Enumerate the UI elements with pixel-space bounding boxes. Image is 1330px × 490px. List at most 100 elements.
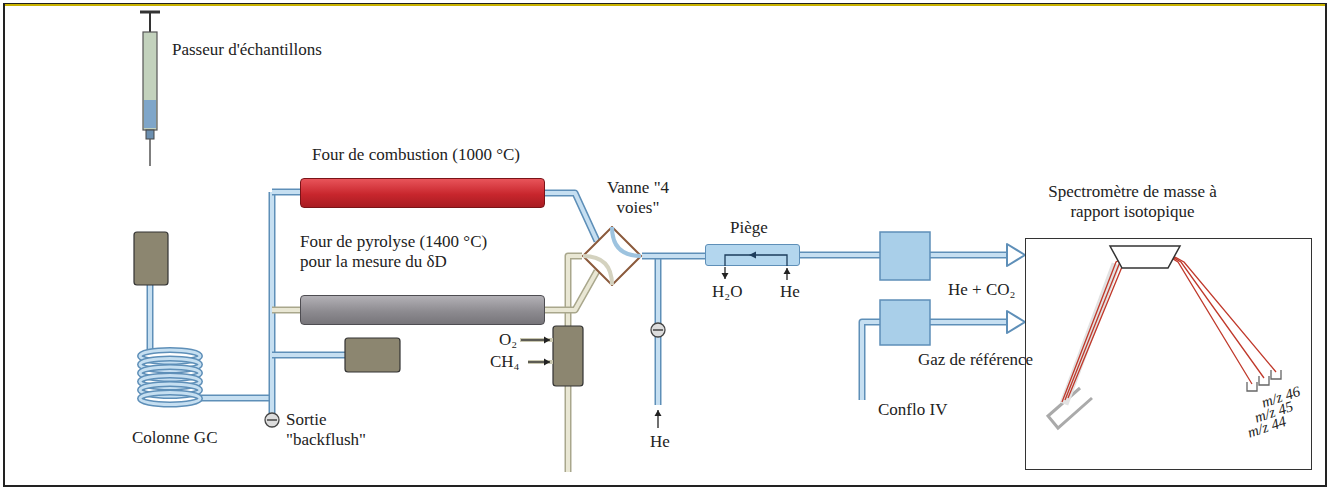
node-label: Vanne "4 voies" bbox=[602, 178, 674, 219]
pipe-outline bbox=[568, 256, 582, 326]
frame-top-edge bbox=[5, 4, 1325, 6]
pipe-core bbox=[545, 193, 597, 241]
helium-valve bbox=[651, 323, 665, 337]
flow-arrow-head bbox=[722, 273, 729, 279]
faraday-cup bbox=[1259, 376, 1269, 385]
valve-mark bbox=[653, 329, 663, 331]
pipe-outline bbox=[272, 307, 300, 314]
valve-diamond bbox=[583, 227, 641, 285]
backflush-valve bbox=[265, 413, 279, 427]
text-label: He bbox=[780, 282, 800, 302]
valve-mark bbox=[267, 419, 277, 421]
text-label: He bbox=[650, 432, 670, 452]
text-label: Gaz de référence bbox=[918, 350, 1033, 370]
node-label: Four de combustion (1000 °C) bbox=[312, 145, 520, 165]
pyrolysis-furnace: Four de pyrolyse (1400 °C) pour la mesur… bbox=[300, 232, 545, 325]
ion-beam bbox=[1062, 251, 1252, 402]
flow-arrow-head bbox=[544, 359, 550, 366]
syringe-tip bbox=[146, 130, 154, 139]
syringe-barrel bbox=[143, 32, 157, 130]
pipe-core bbox=[642, 254, 705, 258]
water-trap-shape bbox=[705, 244, 800, 266]
pipe-connector bbox=[545, 271, 597, 310]
pipe-outline bbox=[272, 189, 300, 196]
faraday-cup bbox=[1247, 382, 1257, 391]
gas-supply-box bbox=[553, 326, 583, 386]
text-label: Colonne GC bbox=[132, 428, 217, 448]
four-way-valve-shape bbox=[582, 226, 642, 286]
pipe-core bbox=[272, 308, 300, 312]
pipe-core bbox=[568, 256, 582, 326]
magnet bbox=[1110, 246, 1180, 268]
mass-spectrometer-internals bbox=[1048, 246, 1281, 428]
pipe-outline bbox=[642, 253, 705, 260]
syringe-liquid bbox=[144, 100, 156, 128]
pipe-core bbox=[200, 396, 272, 400]
connector-arrow-head bbox=[1007, 244, 1025, 266]
open-split-box bbox=[880, 232, 930, 280]
gas-pipe bbox=[272, 310, 300, 311]
pipe-core bbox=[862, 322, 880, 400]
text-label: Conflo IV bbox=[878, 400, 947, 420]
column-coil bbox=[140, 393, 200, 405]
pipe-core bbox=[545, 271, 597, 310]
combustion-furnace: Four de combustion (1000 °C) bbox=[300, 145, 545, 208]
pyrolysis-furnace-shape bbox=[300, 295, 545, 325]
reference-gas-box bbox=[880, 300, 930, 345]
gas-pipe bbox=[272, 355, 345, 356]
text-label: Passeur d'échantillons bbox=[172, 40, 322, 60]
syringe-icon bbox=[140, 12, 160, 166]
gas-pipe bbox=[930, 322, 1008, 323]
reference-arrow-head bbox=[1007, 311, 1025, 333]
pipe-outline bbox=[862, 322, 880, 400]
pipe-line bbox=[545, 271, 597, 310]
node-label: Piège bbox=[730, 218, 768, 238]
gas-pipe bbox=[568, 256, 582, 326]
pipe-line bbox=[642, 256, 705, 257]
flow-arrow-head bbox=[655, 410, 662, 416]
injector-box bbox=[134, 232, 168, 285]
gas-pipe bbox=[862, 322, 880, 400]
pipe-core bbox=[272, 190, 300, 194]
column-coil bbox=[140, 393, 200, 405]
pipe-outline bbox=[269, 192, 276, 413]
pipe-connector bbox=[545, 193, 597, 241]
trap-flow-head bbox=[749, 251, 756, 258]
text-label: H₂O bbox=[712, 282, 742, 302]
text-label: CH₄ bbox=[490, 352, 520, 372]
faraday-cup bbox=[1271, 370, 1281, 379]
pipe-core bbox=[272, 353, 345, 357]
valve-outline bbox=[582, 226, 642, 286]
gas-pipe bbox=[568, 386, 569, 472]
pipe-outline bbox=[545, 193, 597, 241]
mass-label: m/z 44 bbox=[1245, 412, 1288, 441]
pipe-connector bbox=[642, 256, 705, 257]
text-label: He + CO₂ bbox=[948, 280, 1015, 300]
trap-flow bbox=[705, 244, 800, 266]
text-label: O₂ bbox=[499, 330, 517, 350]
pipe-outline bbox=[930, 319, 1008, 326]
pipe-core bbox=[930, 320, 1008, 324]
gas-pipe bbox=[272, 192, 300, 193]
pipe-outline bbox=[272, 352, 345, 359]
gas-pipe bbox=[150, 285, 151, 352]
flow-arrow-head bbox=[544, 337, 550, 344]
pipe-outline bbox=[147, 285, 154, 352]
syringe-needle bbox=[149, 139, 151, 166]
ion-beam bbox=[1065, 251, 1264, 400]
valve-path bbox=[583, 256, 612, 285]
four-way-valve: Vanne "4 voies" bbox=[582, 178, 674, 286]
pipe-core bbox=[566, 386, 570, 472]
pipe-line bbox=[545, 193, 597, 241]
figure-frame bbox=[4, 4, 1326, 486]
pipe-core bbox=[270, 192, 274, 413]
node-label: Four de pyrolyse (1400 °C) pour la mesur… bbox=[300, 232, 515, 273]
text-label: Sortie "backflush" bbox=[286, 410, 378, 451]
gas-pipe bbox=[272, 192, 273, 413]
flow-arrow-head bbox=[784, 268, 791, 274]
flow-controller-box bbox=[345, 338, 400, 372]
combustion-furnace-shape bbox=[300, 178, 545, 208]
